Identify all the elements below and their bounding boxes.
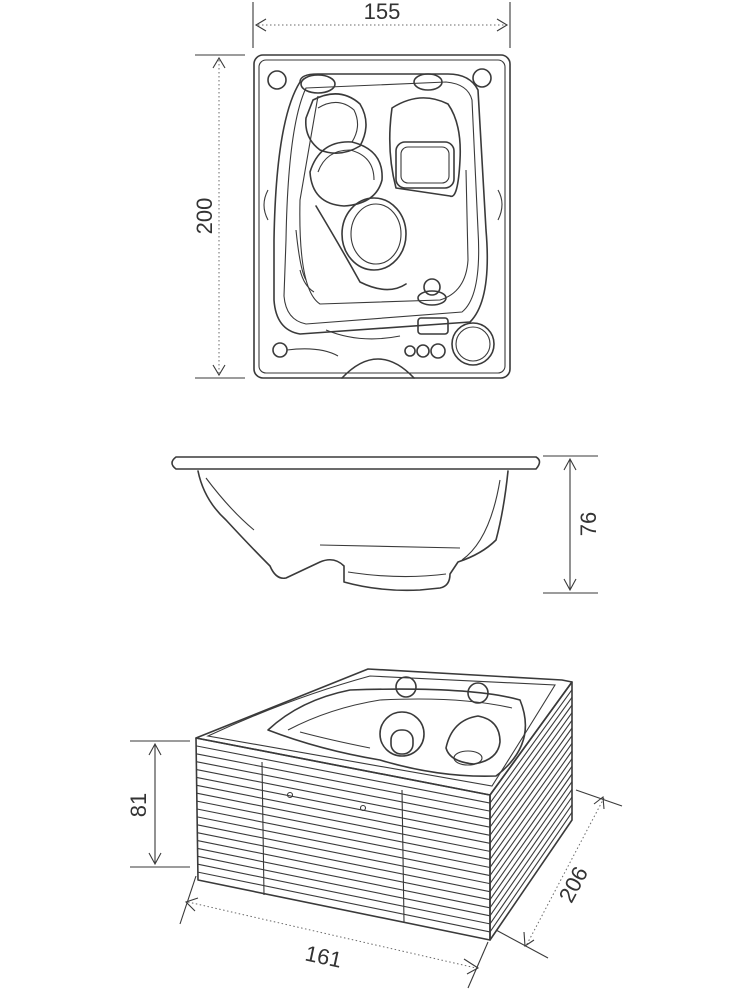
front-slat-line [197,871,491,933]
side-slat-line [489,704,573,820]
side-slat-line [489,758,573,876]
front-slat-line [197,855,491,917]
top-view-outline [253,54,511,379]
side-slat-line [489,689,573,804]
side-slat-line [489,796,573,917]
dimension-label-iso-length: 161 [303,941,344,973]
side-slat-line [489,773,573,892]
dimension-iso-height: 81 [126,740,190,868]
front-slat-line [197,863,491,925]
front-slat-line [196,808,491,869]
front-slat-line [196,753,491,812]
front-slat-line [196,769,491,828]
dimension-side-depth: 76 [543,455,601,594]
side-view: 76 [171,455,601,594]
side-slat-line [489,812,573,933]
front-slat-line [196,761,491,820]
dimension-iso-length: 161 [179,875,489,989]
front-slat-line [197,840,491,901]
iso-side-panel [489,681,573,941]
dimension-label-iso-height: 81 [126,793,151,817]
front-slat-line [196,745,491,804]
side-slat-line [489,720,573,836]
front-slat-line [196,800,491,860]
side-view-outline [171,456,541,592]
side-slat-line [489,781,573,901]
front-slat-line [197,816,491,877]
front-slat-line [196,792,491,852]
side-slat-line [489,750,573,868]
side-slat-line [489,766,573,884]
side-slat-line [489,743,573,860]
dimension-label-top-length: 200 [192,198,217,235]
side-slat-line [489,712,573,828]
isometric-view: 81 161 206 [126,668,623,989]
front-slat-line [197,824,491,885]
front-slat-line [197,832,491,893]
front-slat-line [197,847,491,909]
side-slat-line [489,697,573,812]
side-slat-line [489,789,573,909]
top-view: 155 200 [192,0,511,379]
dimension-top-width: 155 [252,0,511,48]
dimension-label-iso-width: 206 [554,862,593,906]
iso-front-panel [195,737,491,941]
front-slat-line [196,784,491,844]
side-slat-line [489,804,573,925]
dimension-label-side-depth: 76 [576,512,601,536]
front-slat-line [196,776,491,836]
dimension-label-top-width: 155 [364,0,401,24]
iso-slats [196,689,573,933]
dimension-top-length: 200 [192,54,245,379]
side-slat-line [489,735,573,852]
side-slat-line [489,727,573,844]
